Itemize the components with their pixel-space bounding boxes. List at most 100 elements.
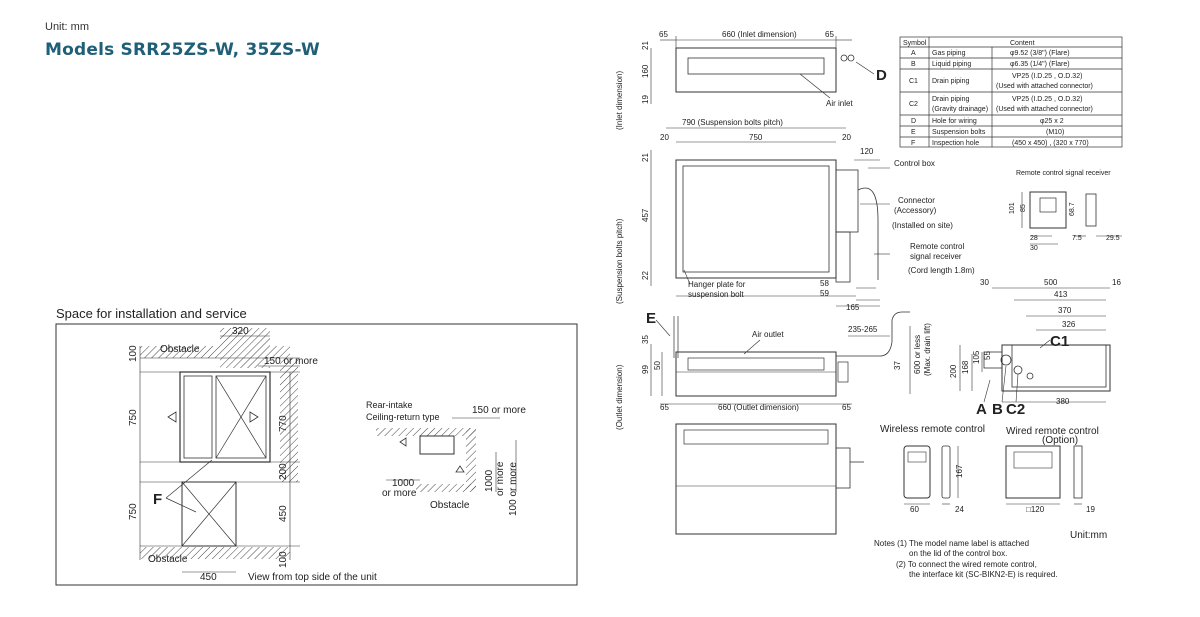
rear-intake-diagram [376, 417, 517, 492]
table-row-value-2: (Used with attached connector) [996, 106, 1093, 113]
plan-dim-750: 750 [749, 133, 763, 142]
table-rows: A Gas piping φ9.52 (3/8") (Flare) B Liqu… [909, 50, 1093, 147]
end-dim-413: 413 [1054, 290, 1068, 299]
rear-dim-1000-v-more: or more [495, 461, 506, 496]
table-row-symbol: C2 [909, 101, 918, 108]
label-D: D [876, 67, 887, 84]
table-row-symbol: A [911, 50, 916, 57]
side-view [650, 311, 911, 405]
receiver-dim-28: 28 [1030, 235, 1038, 242]
remotes-drawing [903, 445, 1083, 505]
rear-dim-150: 150 or more [472, 405, 526, 416]
side-dim-235-265: 235-265 [848, 325, 878, 334]
table-row-value: φ6.35 (1/4") (Flare) [1010, 61, 1070, 68]
inlet-dim-660: 660 (Inlet dimension) [722, 30, 797, 39]
plan-dim-58: 58 [820, 279, 829, 288]
side-dim-600-or-less: 600 or less [913, 335, 922, 374]
table-row-value: (450 x 450) , (320 x 770) [1012, 140, 1089, 147]
end-dim-55: 55 [983, 351, 992, 360]
inlet-dim-19: 19 [641, 95, 650, 104]
table-row-value: VP25 (I.D.25 , O.D.32) [1012, 73, 1082, 80]
table-row-name: Drain piping [932, 78, 969, 85]
table-row-value: (M10) [1046, 129, 1064, 136]
table-row-symbol: C1 [909, 78, 918, 85]
note-2a: (2) To connect the wired remote control, [896, 560, 1037, 569]
rear-dim-1000-or-more: or more [382, 488, 417, 499]
side-dim-35: 35 [641, 335, 650, 344]
outlet-dimension-label: (Outlet dimension) [615, 364, 624, 430]
hanger-label-1: Hanger plate for [688, 280, 746, 289]
outlet-dim-65-left: 65 [660, 403, 669, 412]
plan-view [650, 127, 890, 307]
unit-label: Unit: mm [45, 21, 89, 33]
label-E: E [646, 310, 656, 327]
label-C2: C2 [1006, 401, 1025, 418]
remote-dim-167: 167 [955, 464, 964, 478]
inlet-dim-160: 160 [641, 64, 650, 78]
table-row-symbol: F [911, 140, 915, 147]
rear-dim-1000-v: 1000 [484, 469, 495, 492]
note-1a: Notes (1) The model name label is attach… [874, 539, 1029, 548]
table-row-value: VP25 (I.D.25 , O.D.32) [1012, 96, 1082, 103]
table-row-value: φ9.52 (3/8") (Flare) [1010, 50, 1070, 57]
dim-750a: 750 [128, 409, 139, 426]
inlet-view [650, 36, 875, 104]
table-header-symbol: Symbol [903, 40, 927, 47]
table-row-symbol: E [911, 129, 916, 136]
label-B: B [992, 401, 1003, 418]
label-C1: C1 [1050, 333, 1069, 350]
receiver-dim-85: 85 [1020, 204, 1027, 212]
dim-320: 320 [232, 326, 249, 337]
wired-remote-option: (Option) [1042, 435, 1078, 446]
receiver-dim-68-7: 68.7 [1069, 202, 1076, 216]
plan-dim-22: 22 [641, 271, 650, 280]
side-dim-50: 50 [653, 361, 662, 370]
end-dim-16: 16 [1112, 278, 1121, 287]
obstacle-label-top: Obstacle [160, 344, 200, 355]
cord-length-label: (Cord length 1.8m) [908, 266, 975, 275]
rear-dim-1000: 1000 [392, 478, 415, 489]
receiver-drawing [1021, 191, 1122, 245]
plan-dim-457: 457 [641, 208, 650, 222]
receiver-dim-30: 30 [1030, 245, 1038, 252]
outlet-dim-65-right: 65 [842, 403, 851, 412]
connector-label: Connector [898, 196, 935, 205]
end-dim-326: 326 [1062, 320, 1076, 329]
table-row-value: φ25 x 2 [1040, 118, 1064, 125]
table-row-name: Hole for wiring [932, 118, 977, 125]
end-dim-200: 200 [949, 364, 958, 378]
air-inlet-label: Air inlet [826, 99, 853, 108]
remote-dim-24: 24 [955, 505, 964, 514]
receiver-dim-101: 101 [1009, 202, 1016, 214]
plan-dim-21: 21 [641, 153, 650, 162]
rear-intake-label: Rear-intake [366, 400, 413, 410]
remote-dim-120: □120 [1026, 505, 1045, 514]
inlet-dim-65-right: 65 [825, 30, 834, 39]
air-outlet-label: Air outlet [752, 330, 784, 339]
table-row-name: Inspection hole [932, 140, 979, 147]
dim-450-v: 450 [278, 505, 289, 522]
obstacle-label-bottom: Obstacle [148, 554, 188, 565]
wireless-remote-label: Wireless remote control [880, 424, 985, 435]
remote-dim-60: 60 [910, 505, 919, 514]
receiver-title: Remote control signal receiver [1016, 170, 1111, 177]
inlet-dim-21: 21 [641, 41, 650, 50]
rear-obstacle-label: Obstacle [430, 500, 470, 511]
table-row-value-2: (Used with attached connector) [996, 83, 1093, 90]
receiver-dim-7-5: 7.5 [1072, 235, 1082, 242]
table-row-name: Suspension bolts [932, 129, 986, 136]
accessory-label: (Accessory) [894, 206, 937, 215]
end-view [959, 287, 1111, 403]
plan-dim-59: 59 [820, 289, 829, 298]
plan-dim-20-right: 20 [842, 133, 851, 142]
side-dim-37: 37 [893, 361, 902, 370]
bolt-pitch-label: (Suspension bolts pitch) [615, 218, 624, 304]
end-dim-380: 380 [1056, 397, 1070, 406]
plan-dim-165: 165 [846, 303, 860, 312]
plan-dim-20-left: 20 [660, 133, 669, 142]
label-F: F [153, 491, 162, 508]
end-dim-105: 105 [972, 350, 981, 364]
remote-receiver-label-2: signal receiver [910, 252, 962, 261]
view-caption: View from top side of the unit [248, 572, 377, 583]
